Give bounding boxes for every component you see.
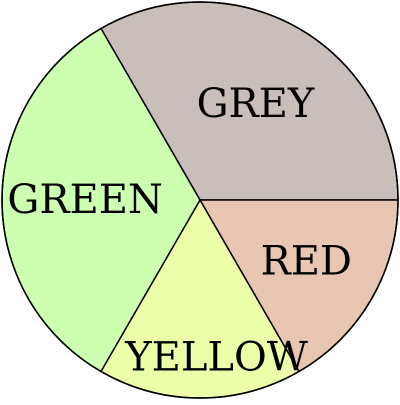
pie-labels: GREY RED YELLOW GREEN: [7, 81, 352, 381]
pie-slices: [1, 1, 399, 399]
pie-label-red: RED: [261, 238, 352, 284]
pie-label-green: GREEN: [7, 177, 162, 223]
pie-label-grey: GREY: [197, 81, 315, 127]
pie-label-yellow: YELLOW: [124, 335, 308, 381]
pie-outline: [1, 1, 399, 399]
